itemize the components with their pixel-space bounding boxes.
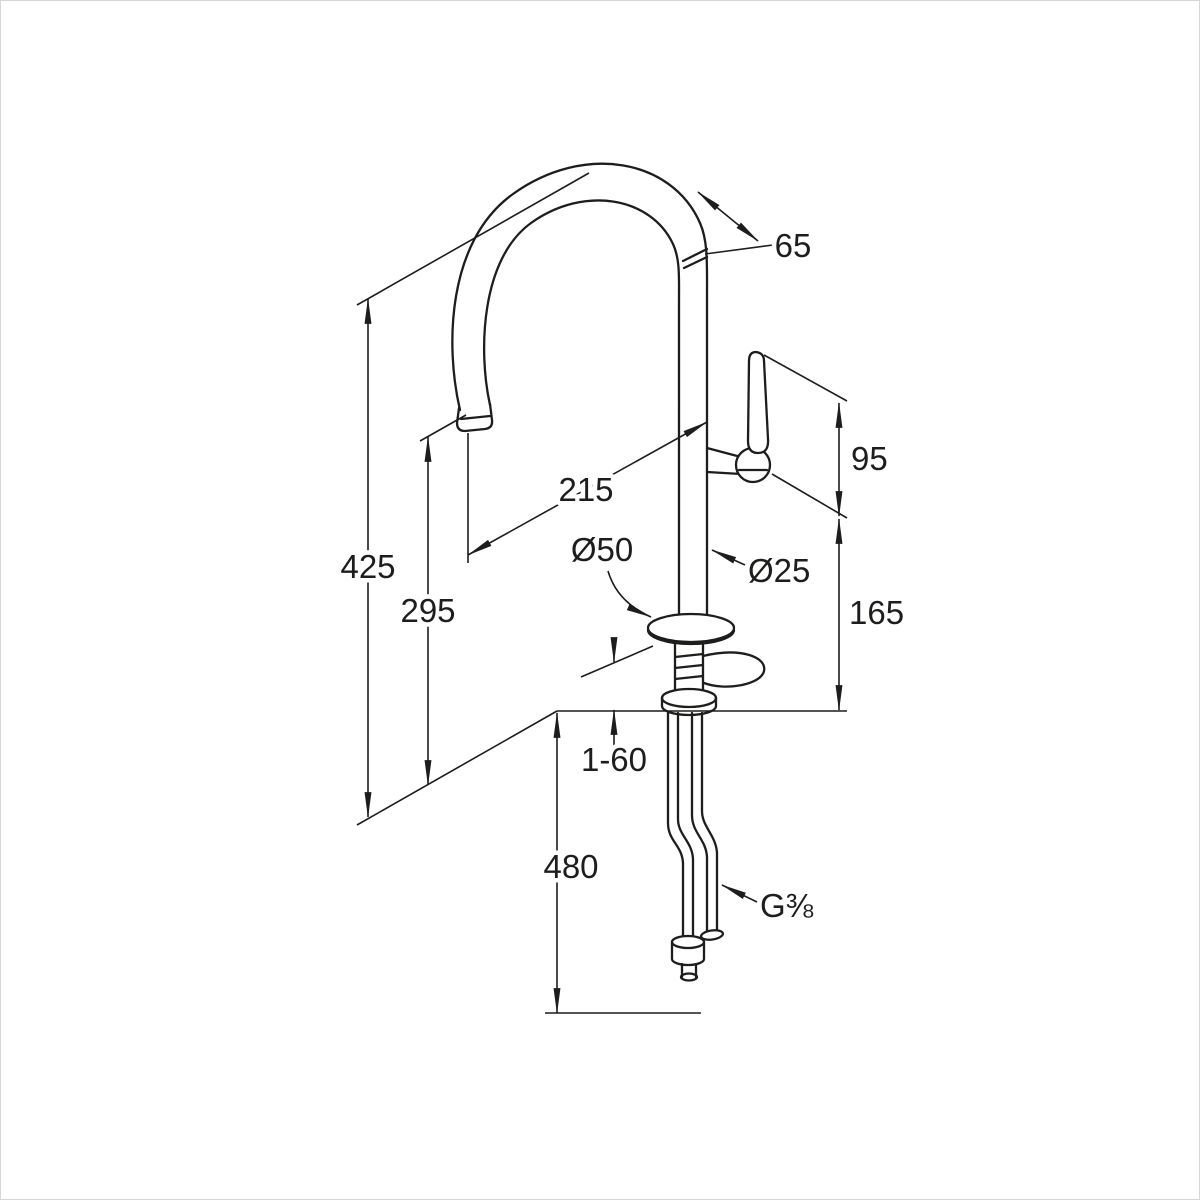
connector-nipple-end bbox=[679, 972, 699, 982]
hose-2 bbox=[690, 711, 719, 937]
dim-label-connection-thread: G⅜ bbox=[760, 887, 814, 924]
hose-end-2 bbox=[699, 929, 725, 941]
dim-hose-length: 480 bbox=[539, 711, 701, 1015]
dim-body-height: 165 bbox=[835, 517, 909, 712]
dim-line-215 bbox=[467, 421, 708, 556]
spout-inner-contour bbox=[483, 199, 681, 618]
spout-and-body bbox=[451, 162, 709, 618]
dim-label-lever-height: 95 bbox=[851, 440, 888, 477]
dim-base-diameter: Ø50 bbox=[566, 527, 652, 618]
deck-edge-diagonal bbox=[356, 710, 558, 826]
dim-label-body-diameter: Ø25 bbox=[748, 552, 810, 589]
flange-rim bbox=[646, 628, 736, 646]
spout-outer-contour bbox=[451, 162, 709, 618]
leader-connection-thread bbox=[721, 884, 758, 903]
spray-joint-line bbox=[681, 247, 709, 270]
dim-label-spray-head: 65 bbox=[775, 227, 812, 264]
dim-connection-thread: G⅜ bbox=[721, 883, 818, 929]
faucet-outline bbox=[451, 162, 772, 982]
connector-nut-top bbox=[670, 934, 706, 950]
dim-label-total-height: 425 bbox=[340, 548, 395, 585]
dim-lever-height: 95 bbox=[763, 354, 892, 519]
dim-line-65 bbox=[697, 191, 759, 242]
ext-line-spout-top bbox=[356, 172, 590, 306]
dim-label-deck-thickness: 1-60 bbox=[581, 741, 647, 778]
connector-nut-body bbox=[670, 940, 706, 967]
dim-label-hose-length: 480 bbox=[543, 848, 598, 885]
hose-connector bbox=[670, 934, 706, 982]
dim-spray-head: 65 bbox=[697, 191, 816, 269]
deck-top-segment bbox=[580, 645, 654, 678]
dim-total-height: 425 bbox=[336, 172, 590, 819]
dim-label-outlet-height: 295 bbox=[400, 592, 455, 629]
dim-label-body-height: 165 bbox=[849, 594, 904, 631]
connection-hoses bbox=[666, 711, 725, 982]
mounting-nut-side bbox=[660, 696, 718, 717]
leader-base-diameter bbox=[607, 570, 652, 618]
dim-body-diameter: Ø25 bbox=[711, 548, 815, 594]
lever-handle bbox=[705, 350, 772, 484]
dim-deck-thickness: 1-60 bbox=[576, 637, 652, 783]
dim-label-base-diameter: Ø50 bbox=[571, 531, 633, 568]
spout-outlet-line bbox=[459, 414, 492, 421]
dim-spout-reach: 215 bbox=[467, 421, 708, 563]
mounting-nut-top bbox=[660, 687, 718, 709]
dim-label-spout-reach: 215 bbox=[558, 471, 613, 508]
deck-lines bbox=[356, 645, 847, 826]
ext-line-lever-top bbox=[763, 354, 848, 402]
ext-line-handle-bottom bbox=[771, 473, 848, 519]
leader-body-diameter bbox=[711, 549, 746, 566]
flange-top bbox=[646, 612, 736, 644]
hose-1 bbox=[666, 711, 695, 943]
base-flange bbox=[646, 612, 736, 646]
ext-line-spray-joint bbox=[704, 244, 774, 255]
handle-neck-lines bbox=[705, 446, 743, 476]
mounting-clamp bbox=[701, 651, 766, 688]
mounting-hardware bbox=[660, 641, 766, 717]
handle-lever bbox=[746, 350, 770, 455]
threaded-shank bbox=[673, 641, 705, 695]
dim-outlet-height: 295 bbox=[396, 414, 467, 787]
